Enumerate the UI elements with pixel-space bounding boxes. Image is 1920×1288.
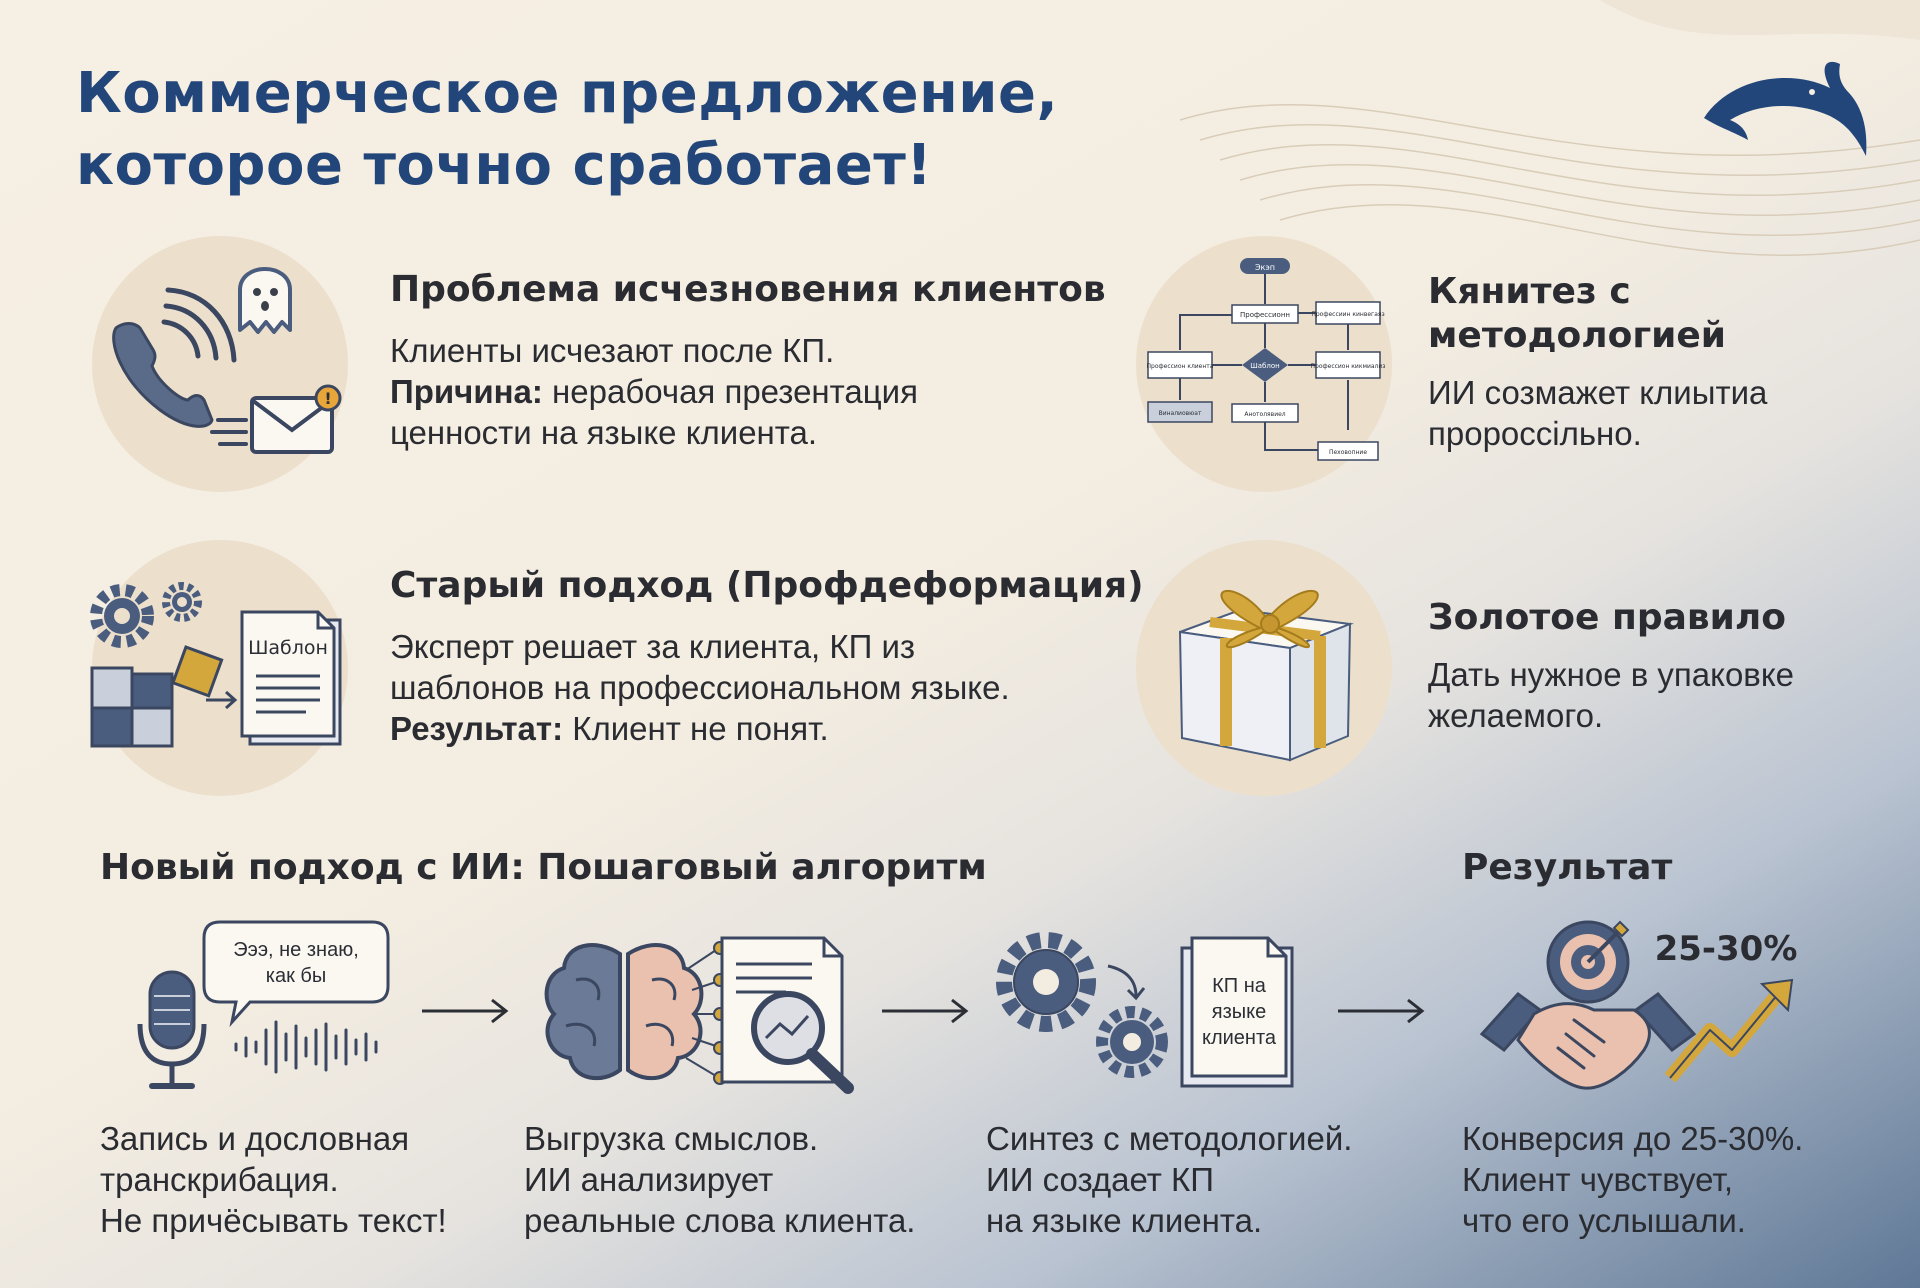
synthesis-line-2: пророссільно. [1428,415,1642,452]
sound-wave-icon [234,1020,378,1074]
step-2-line-1: Выгрузка смыслов. [524,1120,819,1157]
algorithm-heading: Новый подход с ИИ: Пошаговый алгоритм [100,847,987,888]
dolphin-icon [1704,61,1867,156]
golden-rule-text: Дать нужное в упаковке желаемого. [1428,654,1794,736]
flow-label-4: Шаблон [1250,362,1279,370]
result-line-2: Клиент чувствует, [1462,1161,1734,1198]
synthesis-text: ИИ созмажет клиытиа пророссільно. [1428,372,1767,454]
step-3-line-3: на языке клиента. [986,1202,1263,1239]
envelope-icon: ! [210,384,342,454]
flow-label-0: Экэп [1255,263,1275,272]
step-3-illustration: КП на языке клиента [996,932,1294,1088]
arrow-icon [422,998,509,1024]
step-1-line-3: Не причёсывать текст! [100,1202,447,1239]
result-heading: Результат [1462,847,1673,888]
step-1-line-2: транскрибация. [100,1161,339,1198]
gear-icon [996,932,1168,1078]
step-2-text: Выгрузка смыслов. ИИ анализирует реальны… [524,1118,915,1241]
synthesis-heading: Кянитез с методологией [1428,270,1726,358]
old-approach-illustration: Шаблон [90,582,342,748]
speech-bubble-line-2: как бы [266,965,326,987]
growth-arrow-icon [1664,978,1794,1083]
result-line-1: Конверсия до 25-30%. [1462,1120,1804,1157]
flow-label-8: Пеховопние [1329,449,1367,456]
step-3-line-2: ИИ создает КП [986,1161,1214,1198]
template-label: Шаблон [248,637,328,659]
problem-line-2: Причина: нерабочая презентация [390,371,918,412]
cause-label: Причина: [390,373,543,410]
proposal-document-icon: КП на языке клиента [1180,936,1294,1088]
step-2-line-2: ИИ анализирует [524,1161,774,1198]
cause-text: нерабочая презентация [542,373,918,410]
flow-label-6: Виналиовюат [1159,410,1202,417]
problem-text: Клиенты исчезают после КП. Причина: нера… [390,330,918,453]
problem-illustration: ! [112,267,342,454]
title-line-1: Коммерческое предложение, [76,61,1059,126]
flow-label-7: Анотолявиел [1244,411,1285,418]
step-1-line-1: Запись и дословная [100,1120,410,1157]
document-search-icon [720,936,854,1094]
old-line-2: шаблонов на профессиональном языке. [390,669,1010,706]
result-illustration: 25-30% [1479,920,1798,1090]
arrow-icon [882,998,969,1024]
puzzle-icon [90,645,224,748]
arrow-icon [1338,998,1425,1024]
golden-line-2: желаемого. [1428,697,1604,734]
step-1-illustration: Эээ, не знаю, как бы [137,920,390,1089]
gear-icon [90,582,202,648]
ghost-icon [238,267,292,334]
result-line-3: что его услышали. [1462,1202,1746,1239]
result-label: Результат: [390,710,564,747]
old-approach-text: Эксперт решает за клиента, КП из шаблоно… [390,626,1010,749]
speech-bubble-icon: Эээ, не знаю, как бы [202,920,390,1028]
page-title: Коммерческое предложение, которое точно … [76,58,1058,202]
synthesis-heading-line-2: методологией [1428,315,1727,356]
old-approach-heading: Старый подход (Профдеформация) [390,565,1144,606]
problem-line-3: ценности на языке клиента. [390,414,818,451]
svg-text:!: ! [324,389,331,408]
old-line-3: Результат: Клиент не понят. [390,708,1010,749]
doc-label-line-3: клиента [1202,1027,1277,1049]
problem-heading: Проблема исчезновения клиентов [390,269,1106,310]
synthesis-line-1: ИИ созмажет клиытиа [1428,374,1768,411]
step-2-line-3: реальные слова клиента. [524,1202,916,1239]
problem-line-1: Клиенты исчезают после КП. [390,332,835,369]
decorative-waves [1179,0,1920,257]
microphone-icon [137,970,207,1089]
flow-label-3: Профессион клиента [1147,363,1214,370]
step-3-line-1: Синтез с методологией. [986,1120,1353,1157]
golden-line-1: Дать нужное в упаковке [1428,656,1794,693]
step-3-text: Синтез с методологией. ИИ создает КП на … [986,1118,1352,1241]
template-document-icon: Шаблон [240,610,342,746]
title-line-2: которое точно сработает! [76,133,933,198]
old-line-1: Эксперт решает за клиента, КП из [390,628,916,665]
gift-icon [1178,589,1354,762]
result-text: Конверсия до 25-30%. Клиент чувствует, ч… [1462,1118,1803,1241]
flowchart-diagram: Экэп Профессионн Профессиин кинвегаяз Пр… [1147,258,1386,461]
brain-icon [544,941,727,1085]
speech-bubble-line-1: Эээ, не знаю, [233,939,359,961]
golden-rule-heading: Золотое правило [1428,597,1786,638]
doc-label-line-2: языке [1212,1001,1266,1023]
flow-label-1: Профессионн [1240,311,1290,319]
result-percent: 25-30% [1655,929,1798,969]
flow-label-5: Профессион кикмиализ [1311,363,1386,370]
step-2-illustration [544,936,854,1094]
step-1-text: Запись и дословная транскрибация. Не при… [100,1118,447,1241]
synthesis-heading-line-1: Кянитез с [1428,271,1631,312]
doc-label-line-1: КП на [1212,975,1267,997]
target-icon [1546,920,1630,1004]
phone-icon [112,287,237,428]
handshake-icon [1479,991,1697,1090]
flow-label-2: Профессиин кинвегаяз [1311,311,1384,318]
result-text: Клиент не понят. [563,710,829,747]
